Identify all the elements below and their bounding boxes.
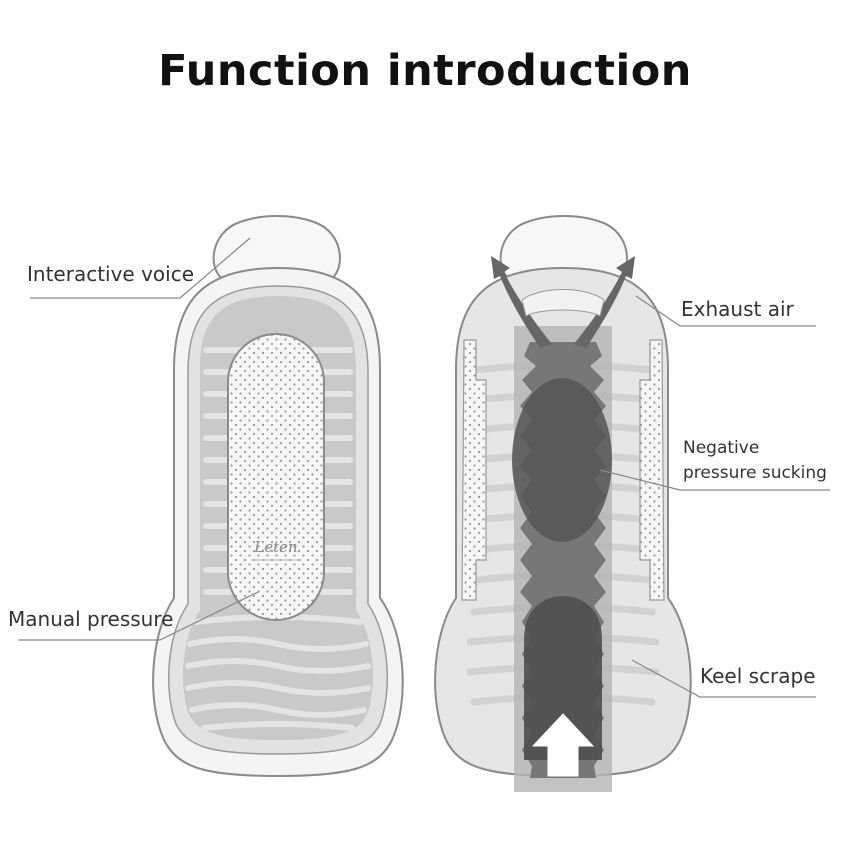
callout-interactive-voice: Interactive voice xyxy=(27,237,251,299)
exhaust-arrow-icon xyxy=(491,256,635,348)
svg-text:Exhaust air: Exhaust air xyxy=(681,297,795,321)
svg-text:Manual pressure: Manual pressure xyxy=(8,607,173,631)
svg-text:Negative: Negative xyxy=(683,438,759,458)
svg-text:pressure sucking: pressure sucking xyxy=(683,463,827,483)
right-product xyxy=(434,215,692,792)
callout-negative-pressure: Negative pressure sucking xyxy=(599,438,830,491)
right-negative-pressure-zone xyxy=(512,378,612,542)
left-top-cap xyxy=(212,215,341,284)
svg-text:Keel scrape: Keel scrape xyxy=(700,664,816,688)
up-arrow-icon xyxy=(531,713,595,777)
callout-manual-pressure: Manual pressure xyxy=(8,591,259,641)
right-side-pad-left xyxy=(461,339,487,601)
right-top-cap xyxy=(499,215,628,284)
svg-text:Interactive voice: Interactive voice xyxy=(27,262,194,286)
page-title: Function introduction xyxy=(158,46,692,96)
right-side-pad-right xyxy=(639,339,665,601)
callout-keel-scrape: Keel scrape xyxy=(631,659,816,698)
right-keel-zone xyxy=(524,596,602,760)
left-logo-text: Leten xyxy=(253,538,297,556)
callout-exhaust-air: Exhaust air xyxy=(635,295,816,327)
left-product: Leten xyxy=(152,215,404,778)
left-pressure-pad xyxy=(227,333,325,621)
